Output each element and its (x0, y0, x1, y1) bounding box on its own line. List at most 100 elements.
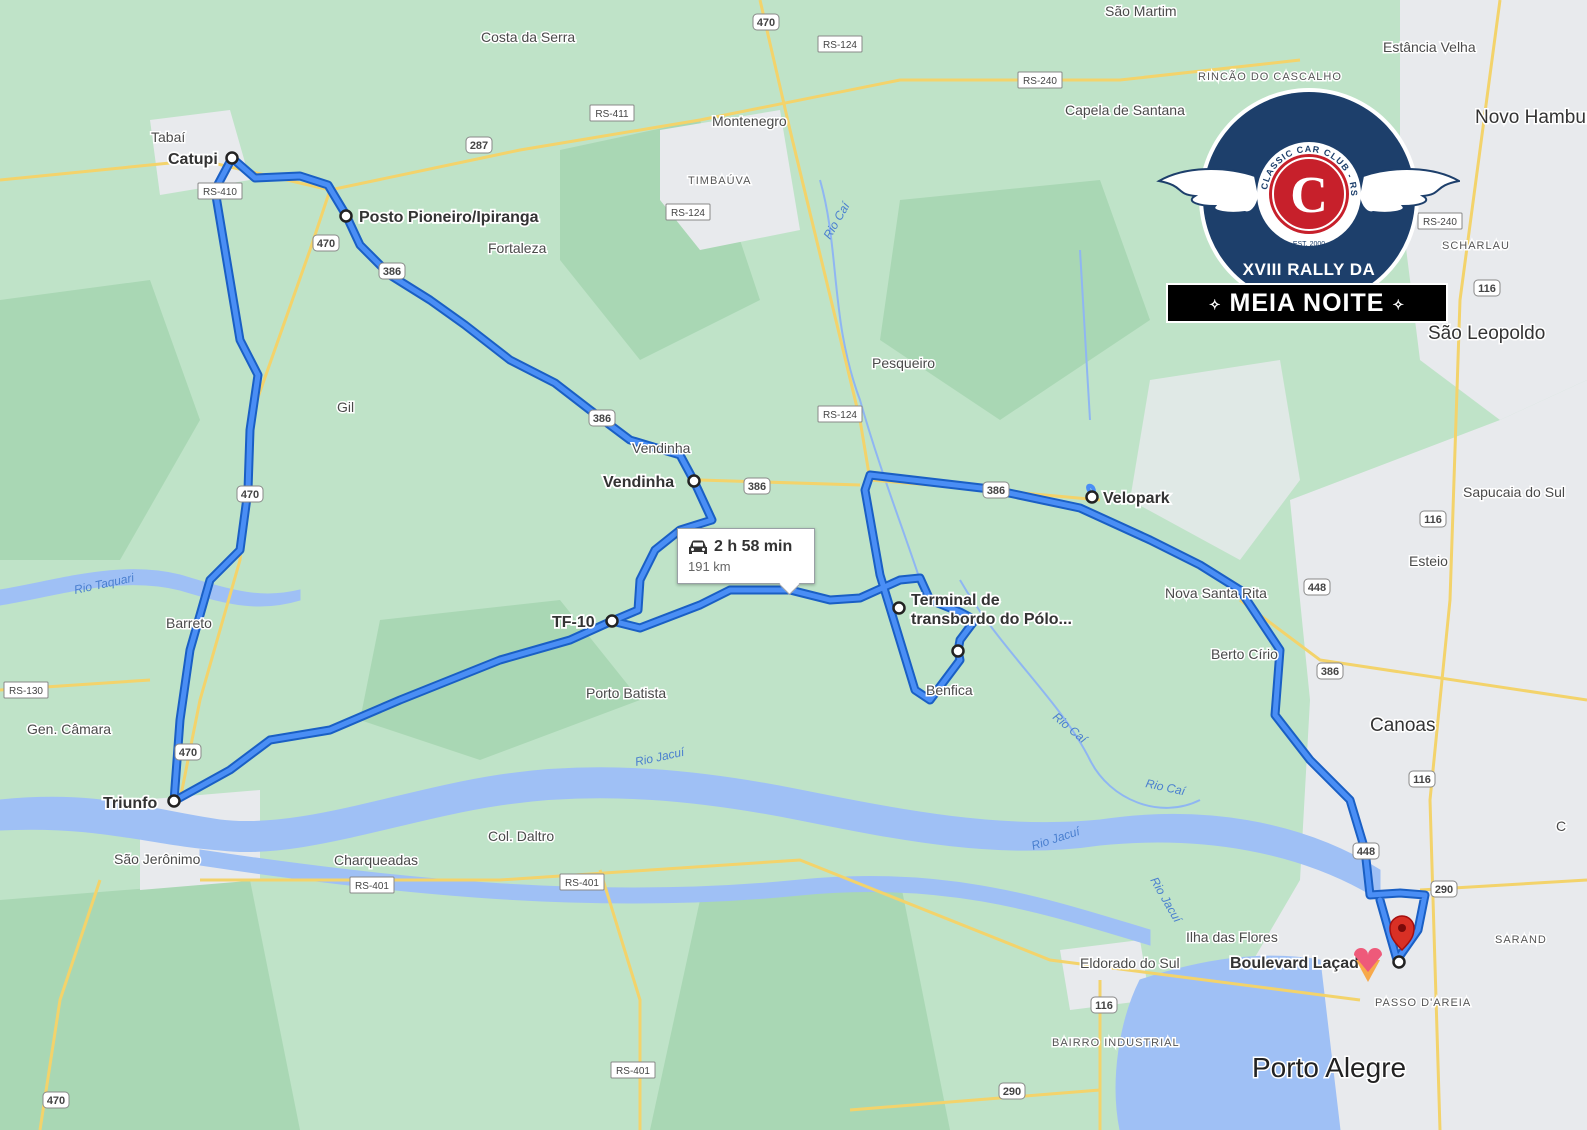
svg-text:Triunfo: Triunfo (103, 795, 157, 812)
sparkle-icon: ✧ (1392, 296, 1406, 313)
place-estancia-velha: Estância Velha (1383, 39, 1476, 55)
svg-text:386: 386 (987, 485, 1005, 497)
road-shield: RS-410 (197, 182, 243, 200)
place-berto-cirio: Berto Círio (1211, 646, 1278, 662)
place-rincao-do-cascalho: RINCÃO DO CASCALHO (1198, 70, 1342, 83)
stop-vendinha[interactable]: Vendinha (601, 472, 701, 493)
stop-terminal-transbordo[interactable]: Terminal de transbordo do Pólo... (892, 590, 1074, 630)
logo-banner-text: MEIA NOITE (1229, 289, 1385, 317)
route-stops[interactable]: Catupi Posto Pioneiro/Ipiranga Vendinha … (101, 149, 1406, 974)
road-shield: 448 (1352, 842, 1380, 860)
place-barreto: Barreto (166, 615, 212, 631)
place-col-daltro: Col. Daltro (488, 828, 554, 844)
svg-text:290: 290 (1003, 1086, 1021, 1098)
svg-text:470: 470 (47, 1095, 65, 1107)
road-shield: RS-124 (665, 203, 711, 221)
logo-established: EST. 2000 (1293, 241, 1325, 248)
place-sao-martim: São Martim (1105, 3, 1177, 19)
svg-text:Boulevard Laçador: Boulevard Laçador (1230, 955, 1375, 972)
road-shields: 470RS-124RS-240RS-411287RS-410470386RS-1… (3, 13, 1501, 1109)
svg-text:470: 470 (757, 17, 775, 29)
stop-boulevard-lacador[interactable]: Boulevard Laçador (1228, 953, 1406, 974)
road-shield: 470 (312, 234, 340, 252)
road-shield: 386 (743, 477, 771, 495)
svg-text:transbordo do Pólo...: transbordo do Pólo... (911, 611, 1072, 628)
place-sapucaia-do-sul: Sapucaia do Sul (1463, 484, 1565, 500)
stop-posto-pioneiro[interactable]: Posto Pioneiro/Ipiranga (339, 207, 540, 228)
place-bairro-industrial: BAIRRO INDUSTRIAL (1052, 1037, 1180, 1049)
logo-letter: C (1290, 167, 1328, 224)
place-edge-c: C (1556, 818, 1566, 834)
route-distance: 191 km (688, 559, 731, 574)
svg-text:RS-130: RS-130 (9, 686, 43, 697)
svg-text:RS-240: RS-240 (1023, 76, 1057, 87)
stop-waypoint[interactable] (951, 644, 965, 658)
destination-pin-icon[interactable] (1389, 915, 1415, 952)
place-timbauva: TIMBAÚVA (688, 174, 751, 187)
svg-text:386: 386 (1321, 666, 1339, 678)
svg-text:RS-410: RS-410 (203, 187, 237, 198)
route-info-bubble[interactable]: 2 h 58 min 191 km (677, 528, 815, 584)
road-shield: 290 (1430, 880, 1458, 898)
place-labels: Costa da Serra São Martim Estância Velha… (26, 2, 1587, 1085)
svg-text:448: 448 (1308, 582, 1326, 594)
svg-text:Terminal de: Terminal de (911, 592, 1000, 609)
place-fortaleza: Fortaleza (488, 240, 547, 256)
svg-text:Vendinha: Vendinha (603, 474, 674, 491)
svg-text:RS-240: RS-240 (1423, 217, 1457, 228)
road-shield: RS-130 (3, 681, 49, 699)
place-eldorado-do-sul: Eldorado do Sul (1080, 955, 1180, 971)
road-shield: RS-401 (610, 1061, 656, 1079)
place-benfica: Benfica (926, 682, 973, 698)
stop-catupi[interactable]: Catupi (166, 149, 239, 170)
place-passo-dareia: PASSO D'AREIA (1375, 997, 1471, 1009)
place-scharlau: SCHARLAU (1442, 240, 1510, 252)
logo-banner: ✧ MEIA NOITE ✧ (1166, 283, 1448, 323)
svg-text:386: 386 (383, 266, 401, 278)
svg-text:116: 116 (1095, 1000, 1113, 1012)
svg-text:RS-401: RS-401 (616, 1066, 650, 1077)
svg-text:RS-124: RS-124 (671, 208, 705, 219)
place-sarandi: SARAND (1495, 934, 1547, 946)
road-shield: RS-411 (589, 104, 635, 122)
road-shield: RS-240 (1417, 212, 1463, 230)
road-shield: 287 (465, 136, 493, 154)
road-shield: 386 (378, 262, 406, 280)
logo-title: XVIII RALLY DA (1242, 260, 1376, 279)
place-montenegro: Montenegro (712, 113, 787, 129)
svg-text:386: 386 (593, 413, 611, 425)
place-gen-camara: Gen. Câmara (27, 721, 111, 737)
svg-text:Posto Pioneiro/Ipiranga: Posto Pioneiro/Ipiranga (359, 209, 539, 226)
place-tabai: Tabaí (151, 129, 185, 145)
svg-text:Velopark: Velopark (1103, 490, 1170, 507)
svg-text:RS-411: RS-411 (595, 109, 629, 120)
route-path[interactable] (169, 153, 1430, 965)
place-novo-hamburgo: Novo Hamburgo (1475, 107, 1587, 128)
stop-tf10[interactable]: TF-10 (550, 612, 619, 633)
road-shield: 386 (588, 409, 616, 427)
road-shield: 470 (752, 13, 780, 31)
place-pesqueiro: Pesqueiro (872, 355, 935, 371)
stop-triunfo[interactable]: Triunfo (101, 793, 181, 814)
road-shield: RS-401 (559, 873, 605, 891)
stop-velopark[interactable]: Velopark (1085, 488, 1172, 509)
place-costa-da-serra: Costa da Serra (481, 29, 575, 45)
svg-text:RS-124: RS-124 (823, 410, 857, 421)
svg-text:RS-401: RS-401 (565, 878, 599, 889)
place-sao-jeronimo: São Jerônimo (114, 851, 201, 867)
place-porto-alegre: Porto Alegre (1252, 1052, 1406, 1083)
poi-marker-icon (1354, 948, 1382, 982)
road-shield: RS-124 (817, 35, 863, 53)
urban-areas (140, 0, 1587, 1130)
sparkle-icon: ✧ (1208, 296, 1222, 313)
wings-icon (1156, 168, 1462, 214)
svg-text:116: 116 (1413, 774, 1431, 786)
logo-emblem: CLASSIC CAR CLUB - RS C EST. 2000 (1156, 88, 1462, 308)
svg-text:RS-124: RS-124 (823, 40, 857, 51)
svg-text:386: 386 (748, 481, 766, 493)
road-shield: 470 (174, 743, 202, 761)
road-shield: 448 (1303, 578, 1331, 596)
svg-text:116: 116 (1478, 283, 1496, 295)
road-shield: 470 (42, 1091, 70, 1109)
place-ilha-das-flores: Ilha das Flores (1186, 929, 1278, 945)
